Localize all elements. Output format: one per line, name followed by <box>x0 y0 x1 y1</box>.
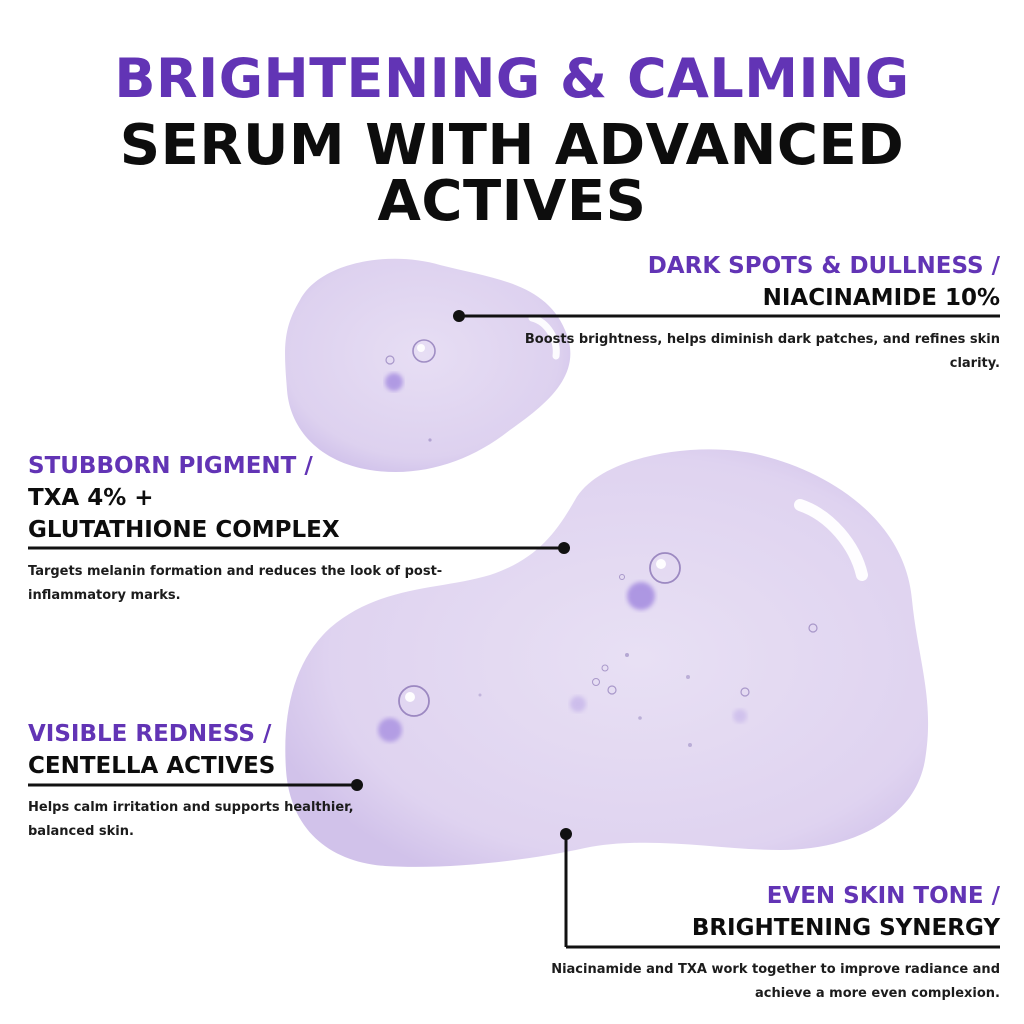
callout-dark-spots-description: Boosts brightness, helps diminish dark p… <box>524 332 1000 371</box>
callout-visible-redness: VISIBLE REDNESS / CENTELLA ACTIVES Helps… <box>28 718 388 844</box>
callout-even-tone-category: EVEN SKIN TONE / <box>766 883 1000 909</box>
leader-line-pigment <box>28 542 570 554</box>
callout-dark-spots-category: DARK SPOTS & DULLNESS / <box>647 253 1000 279</box>
callout-pigment-description: Targets melanin formation and reduces th… <box>28 564 443 603</box>
callout-pigment-ingredient-line1: TXA 4% + <box>28 485 154 511</box>
callout-redness-category: VISIBLE REDNESS / <box>28 721 272 747</box>
callout-pigment-ingredient-line2: GLUTATHIONE COMPLEX <box>28 517 340 543</box>
leader-line-even-tone <box>560 828 1000 949</box>
callout-stubborn-pigment: STUBBORN PIGMENT / TXA 4% + GLUTATHIONE … <box>28 450 448 608</box>
callout-even-tone-ingredient: BRIGHTENING SYNERGY <box>691 915 1000 941</box>
callout-pigment-category: STUBBORN PIGMENT / <box>28 453 313 479</box>
leader-line-redness <box>28 779 363 791</box>
callout-dark-spots: DARK SPOTS & DULLNESS / NIACINAMIDE 10% … <box>500 250 1000 376</box>
serum-drop-small <box>285 258 571 473</box>
callout-even-skin-tone: EVEN SKIN TONE / BRIGHTENING SYNERGY Nia… <box>530 880 1000 1006</box>
callout-redness-description: Helps calm irritation and supports healt… <box>28 800 354 839</box>
callout-even-tone-description: Niacinamide and TXA work together to imp… <box>551 962 1000 1001</box>
callout-dark-spots-ingredient: NIACINAMIDE 10% <box>762 285 1000 311</box>
headline-serum-advanced-actives: SERUM WITH ADVANCED ACTIVES <box>119 113 905 234</box>
serum-drop-large <box>285 449 929 867</box>
callout-redness-ingredient: CENTELLA ACTIVES <box>28 753 276 779</box>
headline-brightening-calming: BRIGHTENING & CALMING <box>114 47 910 110</box>
leader-line-dark-spots <box>453 310 1000 322</box>
